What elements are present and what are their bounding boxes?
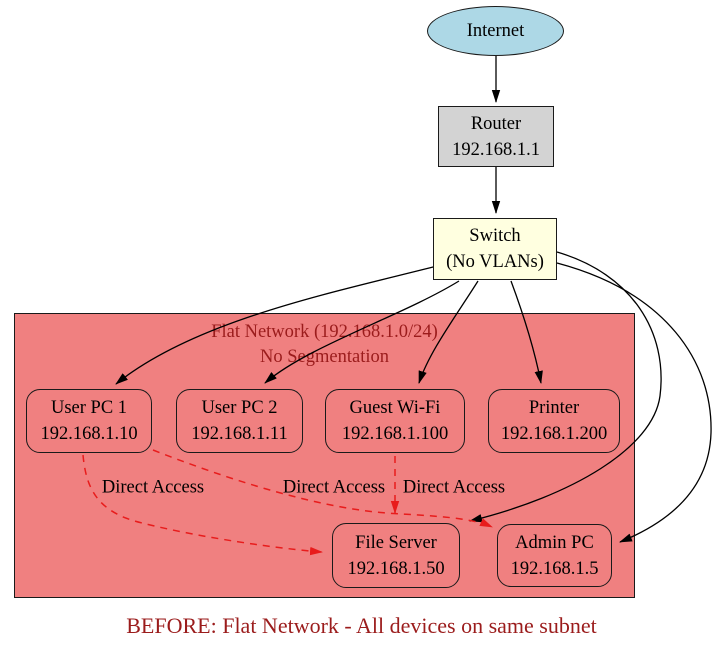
node-admin-pc: Admin PC 192.168.1.5 xyxy=(497,524,612,587)
edge-label-direct-access-1: Direct Access xyxy=(101,477,205,498)
node-guest-wifi-name: Guest Wi-Fi xyxy=(349,398,441,418)
node-switch-note: (No VLANs) xyxy=(446,252,544,272)
node-router-name: Router xyxy=(470,113,522,134)
node-guest-wifi: Guest Wi-Fi 192.168.1.100 xyxy=(325,389,465,453)
node-guest-wifi-ip: 192.168.1.100 xyxy=(341,424,449,444)
node-switch-name: Switch xyxy=(469,226,521,246)
node-printer: Printer 192.168.1.200 xyxy=(488,389,620,453)
edge-label-direct-access-2: Direct Access xyxy=(282,477,386,498)
node-printer-ip: 192.168.1.200 xyxy=(500,424,608,444)
node-user-pc-1-name: User PC 1 xyxy=(50,398,128,418)
node-switch: Switch (No VLANs) xyxy=(433,218,557,280)
node-user-pc-2: User PC 2 192.168.1.11 xyxy=(176,389,303,453)
cluster-label: Flat Network (192.168.1.0/24) No Segment… xyxy=(14,320,635,370)
node-user-pc-2-ip: 192.168.1.11 xyxy=(191,424,288,444)
node-user-pc-1: User PC 1 192.168.1.10 xyxy=(26,389,152,453)
node-internet-label: Internet xyxy=(466,21,525,41)
node-router-ip: 192.168.1.1 xyxy=(452,139,540,160)
cluster-label-line2: No Segmentation xyxy=(260,347,389,367)
node-admin-pc-name: Admin PC xyxy=(515,532,594,553)
node-file-server-ip: 192.168.1.50 xyxy=(347,558,445,579)
node-user-pc-2-name: User PC 2 xyxy=(201,398,278,418)
cluster-label-line1: Flat Network (192.168.1.0/24) xyxy=(211,322,438,342)
node-user-pc-1-ip: 192.168.1.10 xyxy=(40,424,138,444)
diagram-caption: BEFORE: Flat Network - All devices on sa… xyxy=(126,613,597,638)
node-file-server-name: File Server xyxy=(355,532,437,553)
node-admin-pc-ip: 192.168.1.5 xyxy=(510,558,599,579)
edge-label-direct-access-3: Direct Access xyxy=(402,477,506,498)
node-file-server: File Server 192.168.1.50 xyxy=(332,523,460,588)
node-router: Router 192.168.1.1 xyxy=(438,106,554,167)
node-printer-name: Printer xyxy=(528,398,580,418)
node-internet: Internet xyxy=(427,6,564,56)
